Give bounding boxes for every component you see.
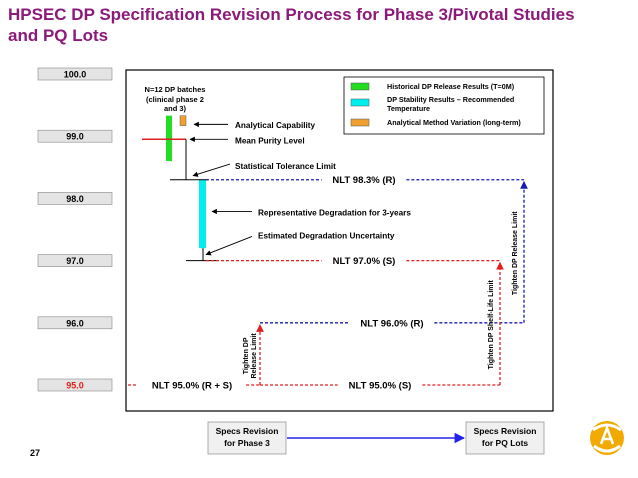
sample-note-line3: and 3) [164, 104, 187, 113]
annotation-label: Representative Degradation for 3-years [258, 209, 411, 218]
range-bars [142, 115, 216, 262]
sample-note-line2: (clinical phase 2 [146, 95, 204, 104]
sample-note: N=12 DP batches [145, 85, 206, 94]
slide-title: HPSEC DP Specification Revision Process … [8, 5, 575, 45]
limit-label: NLT 97.0% (S) [333, 256, 396, 267]
range-bar [166, 115, 172, 162]
legend-swatch [350, 98, 370, 107]
tighten-label: Tighten DP Shelf-Life Limit [488, 280, 495, 370]
annotation-arrow [205, 236, 253, 256]
legend-label-cont: Temperature [387, 104, 430, 113]
tighten-label: Tighten DP [243, 337, 250, 374]
annotation-arrow [192, 163, 231, 177]
page-number: 27 [30, 448, 41, 458]
limit-label: NLT 98.3% (R) [332, 175, 395, 186]
limit-label: NLT 95.0% (S) [349, 381, 412, 392]
legend-swatch [350, 82, 370, 91]
y-tick-label: 95.0 [66, 381, 84, 391]
tighten-label-cont: Release Limit [251, 333, 258, 379]
legend-label: Analytical Method Variation (long-term) [387, 118, 521, 127]
y-axis-ticks: 100.0 99.0 98.0 97.0 96.0 95.0 [37, 67, 113, 392]
tighten-label: Tighten DP Release Limit [512, 211, 519, 295]
y-tick-box [37, 129, 113, 143]
company-logo-icon [590, 421, 624, 455]
stage-pq-label1: Specs Revision [474, 426, 537, 436]
stage-pq-label2: for PQ Lots [482, 438, 529, 448]
legend-label: Historical DP Release Results (T=0M) [387, 82, 515, 91]
y-tick-box [37, 254, 113, 267]
stage-phase3-box [207, 421, 287, 455]
limit-lines: NLT 98.3% (R) NLT 97.0% (S) NLT 96.0% (R) N… [128, 175, 524, 392]
limit-label: NLT 95.0% (R + S) [152, 381, 232, 392]
annotation-label: Mean Purity Level [235, 137, 305, 146]
legend-label: DP Stability Results – Recommended [387, 95, 514, 104]
legend-box [343, 76, 545, 135]
range-bar [179, 115, 187, 126]
y-tick-label: 96.0 [66, 318, 84, 328]
annotation-label: Analytical Capability [235, 121, 316, 130]
stage-pq-box [465, 421, 545, 455]
y-tick-box [37, 192, 113, 205]
y-tick-box [37, 67, 113, 81]
stage-phase3-label2: for Phase 3 [224, 438, 270, 448]
limit-label: NLT 96.0% (R) [360, 318, 423, 329]
stage-phase3-label1: Specs Revision [216, 426, 279, 436]
y-tick-label: 97.0 [66, 256, 84, 266]
annotation-label: Estimated Degradation Uncertainty [258, 232, 395, 241]
y-tick-label: 98.0 [66, 194, 84, 204]
legend: Historical DP Release Results (T=0M) DP S… [343, 76, 545, 135]
annotation-label: Statistical Tolerance Limit [235, 162, 336, 171]
y-tick-box [37, 316, 113, 330]
stage-flow: Specs Revision for Phase 3 Specs Revisio… [207, 421, 545, 455]
y-tick-label: 99.0 [66, 132, 84, 142]
range-bar [199, 179, 206, 249]
y-tick-label: 100.0 [64, 70, 87, 80]
y-tick-box [37, 378, 113, 392]
legend-swatch [350, 118, 370, 127]
